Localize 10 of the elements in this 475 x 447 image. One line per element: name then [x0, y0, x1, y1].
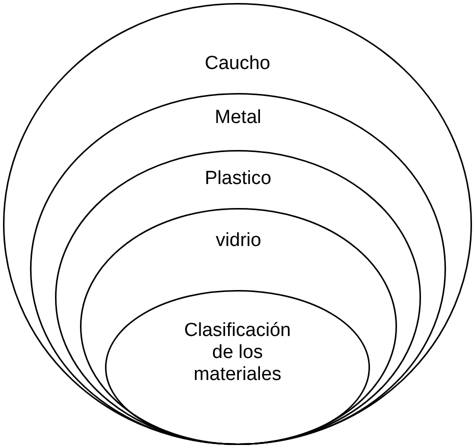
ellipse [3, 3, 472, 445]
ellipse [80, 208, 397, 445]
category-label: Metal [214, 107, 262, 129]
ellipse [55, 150, 421, 445]
category-label: Clasificación de los materiales [183, 320, 292, 386]
category-label: Plastico [204, 168, 272, 190]
category-label: vidrio [216, 230, 262, 252]
ellipse [30, 93, 446, 445]
ellipse [105, 290, 370, 445]
category-label: Caucho [204, 53, 270, 75]
